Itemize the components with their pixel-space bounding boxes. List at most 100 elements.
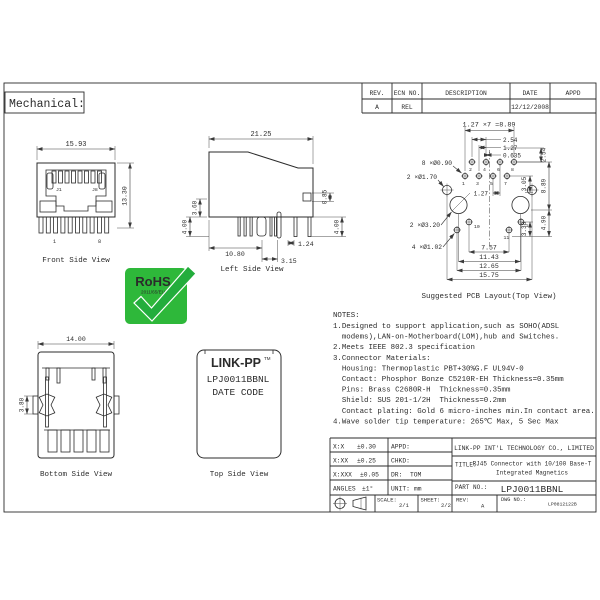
top-side-view: LINK-PP TM LPJ0011BBNL DATE CODE Top Sid… bbox=[196, 349, 282, 479]
left-dim-360: 3.60 bbox=[192, 200, 199, 215]
front-view-caption: Front Side View bbox=[42, 257, 110, 265]
left-view-pins bbox=[237, 211, 312, 239]
front-contact-slots bbox=[51, 170, 102, 184]
date-value: 12/12/2008 bbox=[511, 104, 549, 111]
led-yellow bbox=[95, 200, 113, 213]
front-dim-height: 13.30 bbox=[122, 186, 129, 206]
pcb-dim-305: 3.05 bbox=[521, 176, 528, 191]
revision-table: REV. ECN NO. DESCRIPTION DATE APPD A REL… bbox=[361, 83, 596, 114]
part-no-value: LPJ0011BBNL bbox=[501, 484, 564, 495]
notes-section: NOTES: 1.Designed to support application… bbox=[333, 312, 595, 426]
ecn-header: ECN NO. bbox=[394, 90, 420, 97]
top-view-date-code: DATE CODE bbox=[212, 387, 264, 398]
note-line: 2.Meets IEEE 802.3 specification bbox=[333, 344, 475, 352]
tol-label: ANGLES bbox=[333, 486, 356, 493]
bottom-dim-380: 3.80 bbox=[19, 397, 26, 412]
chkd-label: CHKD: bbox=[391, 458, 410, 465]
tol-label: X:X bbox=[333, 444, 345, 451]
dwg-no-label: DWG NO.: bbox=[501, 497, 526, 503]
pcb-dim-338: 3.38 bbox=[521, 221, 528, 236]
rev-value: A bbox=[375, 104, 379, 111]
bottom-shield-comb bbox=[44, 429, 110, 453]
pcb-pin-5: 5 bbox=[490, 181, 493, 187]
left-dim-124: 1.24 bbox=[298, 241, 314, 248]
pcb-label-holes-090: 8 ×Ø0.90 bbox=[422, 159, 452, 167]
rohs-title: RoHS bbox=[135, 274, 171, 289]
pcb-dim-0635: 0.635 bbox=[503, 153, 521, 160]
pcb-dim-254-right: 2.54 bbox=[541, 147, 548, 162]
dr-label: DR: bbox=[391, 472, 402, 479]
note-line: 3.Connector Materials: bbox=[333, 355, 431, 363]
pcb-label-holes-102: 4 ×Ø1.02 bbox=[412, 243, 442, 251]
left-dim-width: 21.25 bbox=[250, 131, 271, 139]
tol-value: ±0.05 bbox=[360, 472, 379, 479]
sheet-label: SHEET: bbox=[421, 497, 441, 504]
pcb-post-holes bbox=[449, 192, 530, 214]
pcb-pin-3: 3 bbox=[476, 181, 479, 187]
sheet-frame bbox=[3, 82, 597, 513]
pcb-pin-8: 8 bbox=[511, 167, 514, 173]
section-label: Mechanical: bbox=[9, 98, 85, 111]
note-line: 4.Wave solder tip temperature: 265℃ Max,… bbox=[333, 418, 559, 426]
pcb-pin-2: 2 bbox=[469, 167, 472, 173]
notes-heading: NOTES: bbox=[333, 312, 360, 320]
tol-value: ±0.25 bbox=[357, 458, 376, 465]
pcb-pin-6: 6 bbox=[497, 167, 500, 173]
rohs-directive: 2011/65/EU bbox=[141, 290, 165, 295]
pcb-dim-pitch-total: 1.27 ×7 =8.89 bbox=[462, 122, 515, 130]
pcb-dim-127-mid: 1.27 bbox=[474, 191, 489, 198]
pcb-pin-1: 1 bbox=[462, 181, 465, 187]
top-view-part-number: LPJ0011BBNL bbox=[207, 374, 270, 385]
front-label-j8: J8 bbox=[92, 187, 98, 193]
pcb-layout-view: 1 2 3 4 5 6 7 8 9 10 11 12 1. bbox=[407, 122, 557, 302]
appd-label: APPD: bbox=[391, 444, 410, 451]
front-label-pin8: 8 bbox=[98, 239, 101, 245]
pcb-label-holes-320: 2 ×Ø3.20 bbox=[410, 221, 440, 229]
part-no-label: PART NO.: bbox=[455, 484, 487, 491]
pcb-pin-10: 10 bbox=[474, 224, 480, 230]
rev-header: REV. bbox=[369, 90, 384, 97]
pcb-dim-1575: 15.75 bbox=[479, 272, 499, 279]
note-line: 1.Designed to support application,such a… bbox=[333, 323, 559, 331]
tol-value: ±1° bbox=[362, 485, 373, 493]
unit-label: UNIT: bbox=[391, 486, 410, 493]
tol-label: X:XX bbox=[333, 458, 348, 465]
front-side-view: J1 J8 1 8 15.93 13.30 Front Side View bbox=[36, 141, 134, 265]
pcb-dim-490: 4.90 bbox=[541, 215, 548, 230]
pcb-pin-11: 11 bbox=[504, 235, 510, 241]
trademark-symbol: TM bbox=[264, 356, 271, 361]
tol-value: ±0.30 bbox=[357, 444, 376, 451]
note-line: Contact plating: Gold 6 micro-inches min… bbox=[333, 408, 595, 416]
pcb-pin-7: 7 bbox=[504, 181, 507, 187]
brand-logo: LINK-PP bbox=[211, 356, 261, 370]
front-label-pin1: 1 bbox=[53, 239, 56, 245]
pcb-dim-1143: 11.43 bbox=[479, 254, 499, 261]
pcb-dim-127-top: 1.27 bbox=[503, 145, 518, 152]
sheet-value: 2/2 bbox=[441, 502, 451, 509]
front-dim-width: 15.93 bbox=[65, 141, 86, 149]
front-latch-left bbox=[46, 172, 54, 190]
left-dim-400-left: 4.00 bbox=[182, 219, 189, 234]
title-label: TITLE: bbox=[455, 462, 477, 469]
pcb-pin-4: 4 bbox=[483, 167, 486, 173]
led-green bbox=[39, 200, 57, 213]
front-label-j1: J1 bbox=[56, 187, 62, 193]
tol-label: X:XXX bbox=[333, 472, 352, 479]
company-name: LINK-PP INT'L TECHNOLOGY CO., LIMITED bbox=[454, 445, 594, 452]
date-header: DATE bbox=[522, 90, 537, 97]
note-line: Contact: Phosphor Bonze C5210R-EH Thickn… bbox=[333, 376, 564, 384]
rev-value: A bbox=[481, 503, 485, 510]
pcb-dim-1265: 12.65 bbox=[479, 263, 499, 270]
rohs-checkmark-icon bbox=[133, 265, 197, 322]
top-view-caption: Top Side View bbox=[210, 471, 269, 479]
pcb-dim-889: 8.89 bbox=[541, 178, 548, 193]
projection-symbol-icon bbox=[333, 496, 367, 511]
pcb-label-holes-170: 2 ×Ø1.70 bbox=[407, 173, 437, 181]
pcb-shield-holes bbox=[440, 183, 539, 197]
note-line: modems),LAN-on-Motherboard(LOM),hub and … bbox=[333, 334, 559, 342]
front-shield-legs bbox=[38, 216, 110, 234]
bottom-dim-width: 14.00 bbox=[66, 336, 86, 343]
left-dim-1080: 10.80 bbox=[225, 251, 245, 258]
bottom-notch-right bbox=[113, 395, 120, 415]
